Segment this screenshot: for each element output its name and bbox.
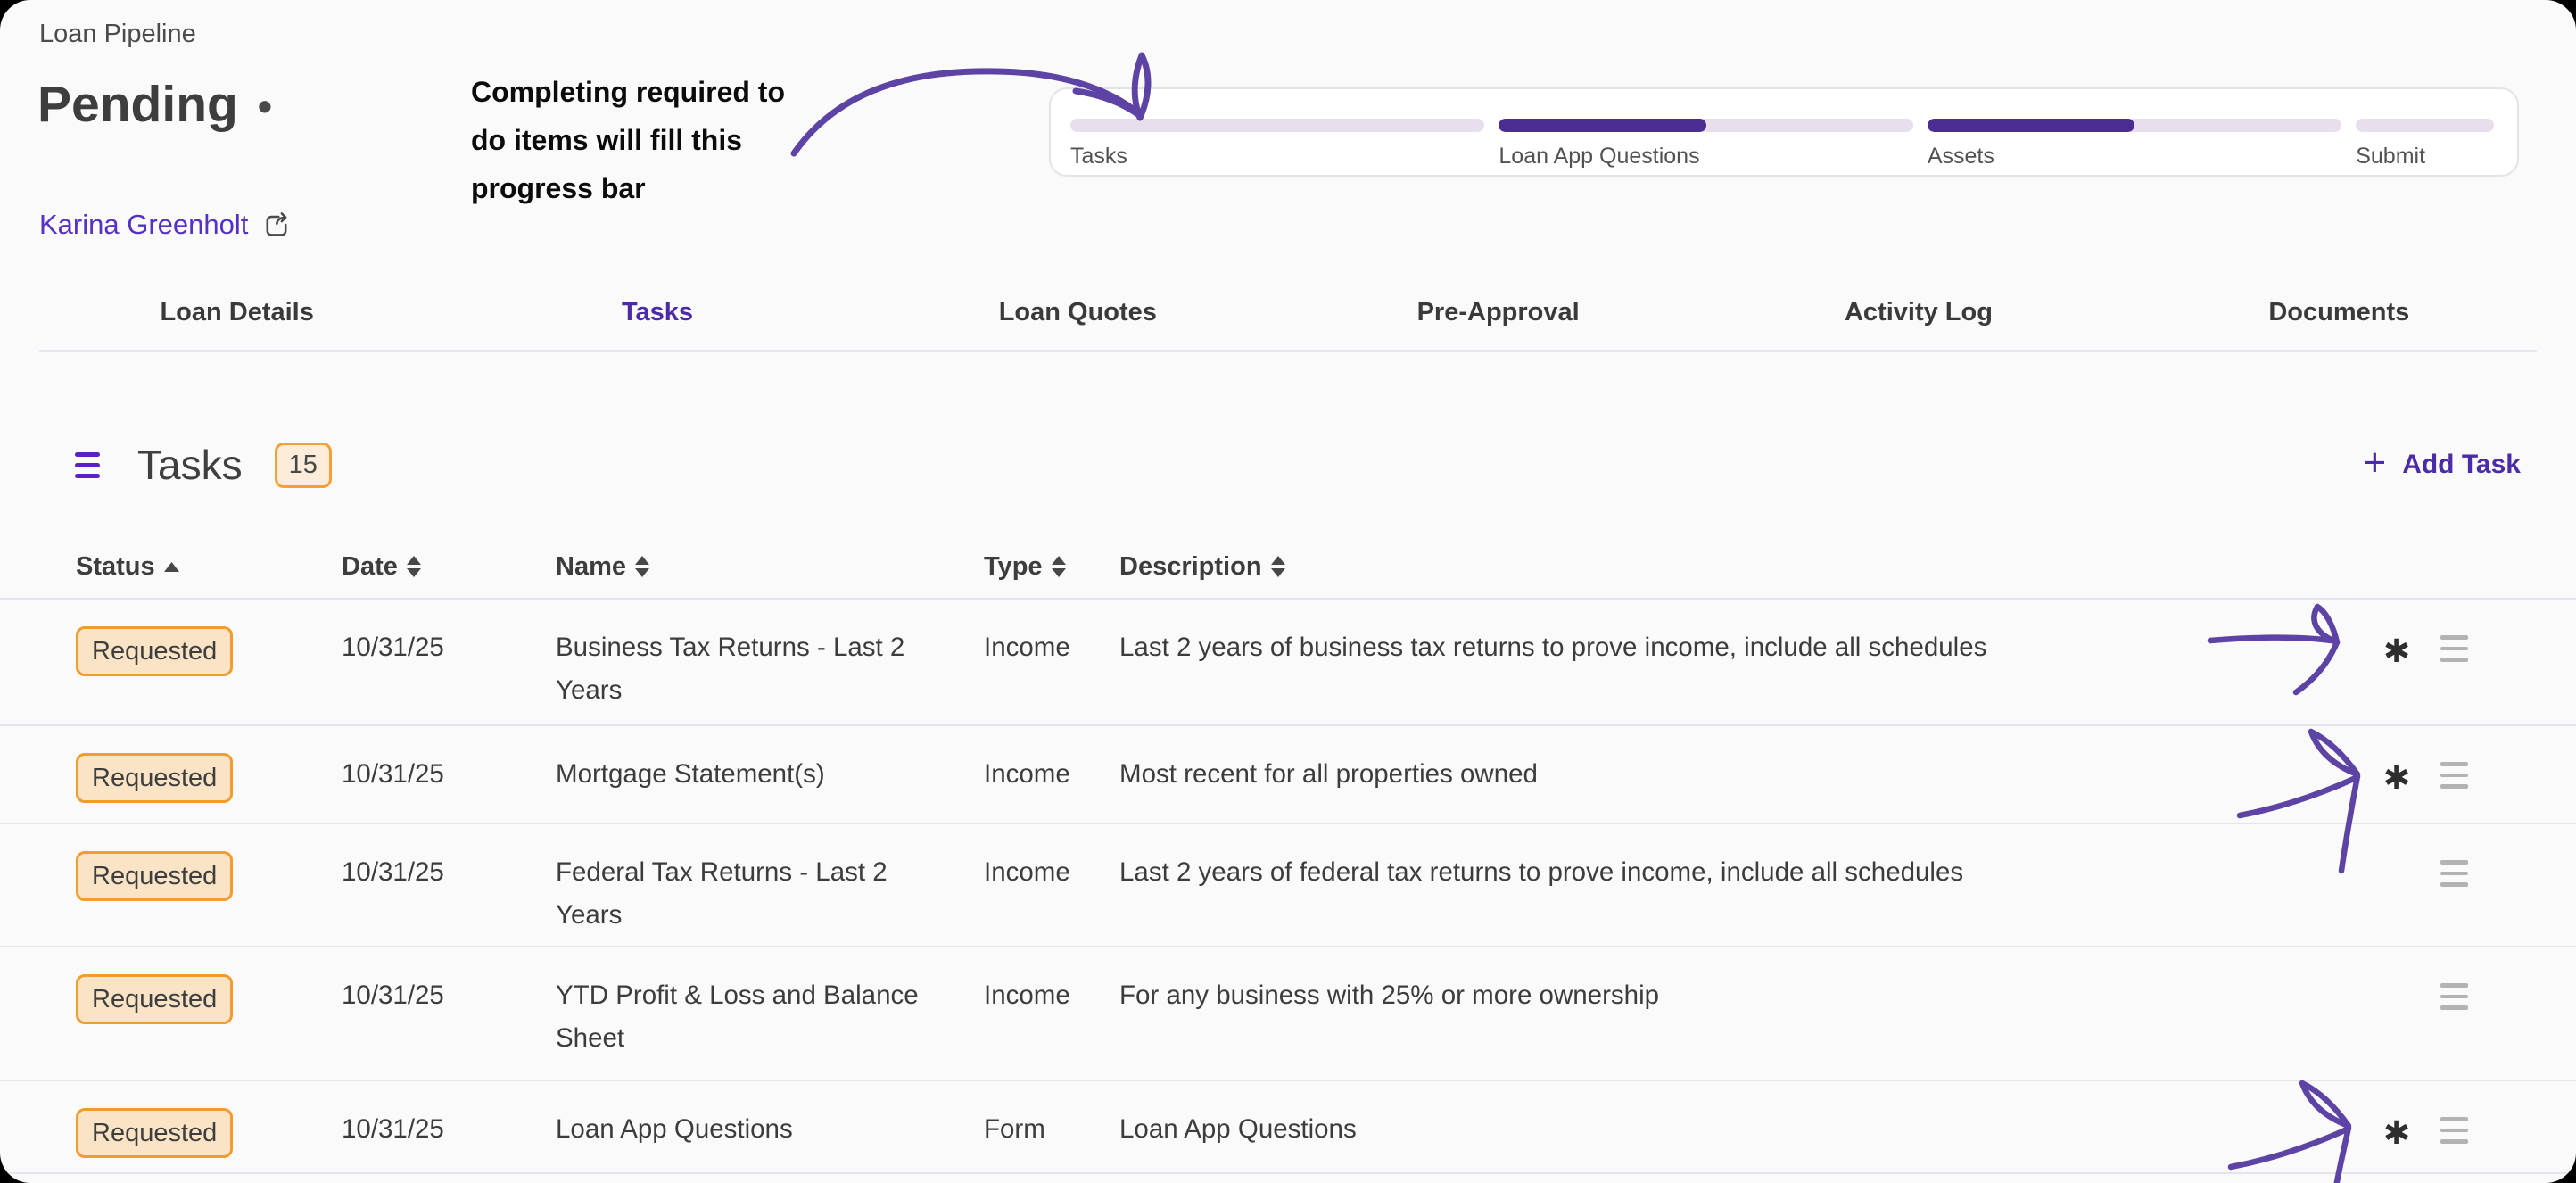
tasks-count-badge: 15 [274,442,332,488]
progress-track [1499,119,1913,132]
progress-step-tasks: Tasks [1070,119,1485,175]
required-marker: ✱ [2383,759,2411,796]
type-cell: Income [984,857,1070,887]
tasks-table: Status Date Name Type [0,535,2576,1183]
status-badge: Requested [76,626,234,677]
name-cell: Mortgage Statement(s) [556,759,825,789]
tab-divider [39,350,2537,352]
status-cell: Requested [76,626,342,677]
drag-handle-icon[interactable] [2440,1117,2468,1144]
add-task-button[interactable]: + Add Task [2363,441,2521,484]
tab-loan-details[interactable]: Loan Details [160,298,314,327]
name-cell: Federal Tax Returns - Last 2 Years [556,857,888,930]
table-row[interactable]: Requested 10/31/25 Business Tax Returns … [0,600,2576,726]
drag-handle-icon[interactable] [2440,762,2468,789]
page-title: Pending • [37,75,272,134]
status-badge: Requested [76,974,234,1025]
table-row[interactable]: Requested 10/31/25 Mortgage Statement(s)… [0,726,2576,874]
annotation-note: Completing required to do items will fil… [471,68,785,212]
add-task-label: Add Task [2402,450,2521,479]
drag-handle-icon[interactable] [2440,860,2468,887]
breadcrumb: Loan Pipeline [39,20,196,48]
status-badge: Requested [76,753,234,804]
date-cell: 10/31/25 [342,759,444,789]
loan-status-title: Pending [37,76,238,133]
tab-tasks[interactable]: Tasks [621,298,694,327]
progress-step-loan-app-questions: Loan App Questions [1499,119,1913,175]
tasks-section-header: Tasks 15 + Add Task [75,441,2521,489]
description-cell: Loan App Questions [1119,1114,1357,1144]
annotation-line: Completing required to [471,76,785,108]
column-header-date[interactable]: Date [342,552,556,582]
date-cell: 10/31/25 [342,1114,444,1144]
status-cell: Requested [76,753,342,804]
tab-activity-log[interactable]: Activity Log [1844,298,1993,327]
progress-step-label: Assets [1927,144,1994,169]
progress-step-assets: Assets [1927,119,2342,175]
sort-both-icon [1270,556,1285,577]
sort-ascending-icon [163,561,179,572]
status-badge: Requested [76,1108,234,1159]
required-marker: ✱ [2383,1114,2411,1151]
annotation-line: progress bar [471,172,646,204]
type-cell: Income [984,759,1070,789]
column-header-type[interactable]: Type [984,552,1119,582]
description-cell: Last 2 years of business tax returns to … [1119,633,1987,662]
sort-both-icon [1051,556,1066,577]
progress-track [1927,119,2342,132]
table-row[interactable]: Requested 10/31/25 Loan App Questions Fo… [0,1080,2576,1183]
annotation-arrow [790,52,1152,157]
status-cell: Requested [76,974,342,1025]
tab-loan-quotes[interactable]: Loan Quotes [998,298,1157,327]
type-cell: Income [984,980,1070,1010]
sort-both-icon [635,556,649,577]
tab-documents[interactable]: Documents [2268,298,2410,327]
borrower-name[interactable]: Karina Greenholt [39,209,249,240]
tasks-section-title: Tasks [137,442,243,488]
date-cell: 10/31/25 [342,980,444,1010]
sort-both-icon [406,556,421,577]
table-row[interactable]: Requested 10/31/25 Federal Tax Returns -… [0,824,2576,947]
column-header-name[interactable]: Name [556,552,984,582]
progress-fill [1927,119,2135,132]
status-cell: Requested [76,851,342,902]
progress-track [1070,119,1485,132]
date-cell: 10/31/25 [342,633,444,662]
progress-step-label: Submit [2356,144,2426,169]
drag-handle-icon[interactable] [2440,983,2468,1010]
annotation-line: do items will fill this [471,124,743,156]
progress-step-submit: Submit [2356,119,2495,175]
name-cell: Loan App Questions [556,1114,793,1144]
plus-icon: + [2363,441,2387,484]
type-cell: Income [984,633,1070,662]
description-cell: For any business with 25% or more owners… [1119,980,1660,1010]
type-cell: Form [984,1114,1045,1144]
status-cell: Requested [76,1108,342,1159]
column-header-status[interactable]: Status [76,552,342,582]
name-cell: YTD Profit & Loss and Balance Sheet [556,980,919,1053]
table-header-row: Status Date Name Type [0,535,2576,600]
description-cell: Last 2 years of federal tax returns to p… [1119,857,1964,887]
progress-fill [1499,119,1706,132]
list-menu-icon[interactable] [75,451,100,478]
external-link-icon[interactable] [260,209,293,241]
progress-track [2356,119,2495,132]
required-marker: ✱ [2383,633,2411,669]
description-cell: Most recent for all properties owned [1119,759,1538,789]
date-cell: 10/31/25 [342,857,444,887]
status-bullet-icon: • [257,83,272,129]
loan-progress-card: Tasks Loan App Questions Assets Submit [1049,87,2519,177]
tab-bar: Loan Details Tasks Loan Quotes Pre-Appro… [27,298,2549,327]
tab-pre-approval[interactable]: Pre-Approval [1416,298,1580,327]
progress-step-label: Tasks [1070,144,1127,169]
drag-handle-icon[interactable] [2440,635,2468,662]
status-badge: Requested [76,851,234,902]
progress-step-label: Loan App Questions [1499,144,1700,169]
column-header-description[interactable]: Description [1119,552,2383,582]
borrower-link[interactable]: Karina Greenholt [39,209,293,241]
name-cell: Business Tax Returns - Last 2 Years [556,633,905,705]
table-row[interactable]: Requested 10/31/25 YTD Profit & Loss and… [0,947,2576,1081]
